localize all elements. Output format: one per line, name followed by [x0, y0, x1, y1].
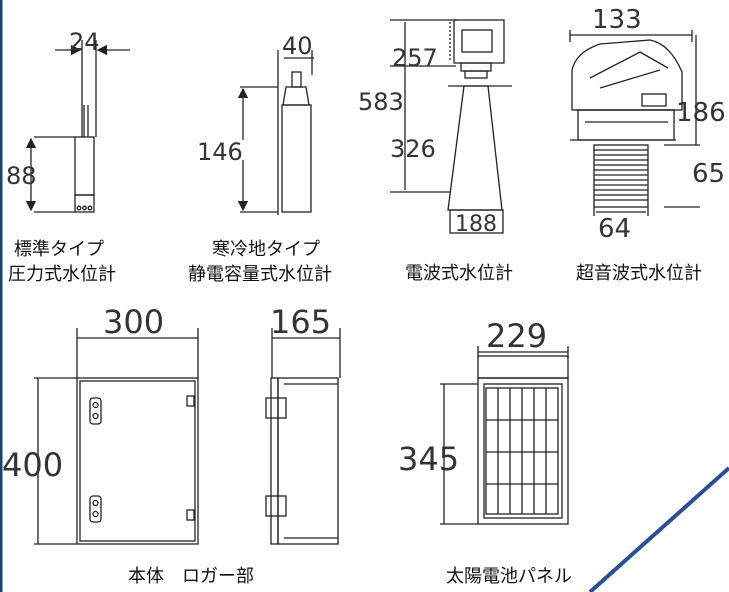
solar-height-dimension: 345 — [398, 440, 459, 478]
pressure-caption-line2: 圧力式水位計 — [8, 264, 116, 285]
radar-cone-dimension: 326 — [390, 135, 436, 163]
radar-cone-width-dimension: 188 — [455, 212, 497, 237]
capacitance-caption-line1: 寒冷地タイプ — [212, 239, 320, 260]
radar-top-dimension: 257 — [392, 44, 438, 72]
capacitance-sensor-drawing — [237, 50, 314, 215]
logger-depth-dimension: 165 — [270, 303, 331, 341]
ultrasonic-head-dimension: 186 — [676, 98, 726, 128]
solar-caption: 太陽電池パネル — [446, 566, 572, 587]
ultrasonic-thread-width-dimension: 64 — [598, 214, 631, 244]
radar-caption: 電波式水位計 — [405, 263, 513, 284]
radar-sensor-drawing — [390, 19, 512, 234]
capacitance-height-dimension: 146 — [197, 138, 243, 166]
corner-accent-line — [588, 466, 729, 592]
solar-panel-drawing — [440, 346, 569, 525]
pressure-sensor-drawing — [25, 40, 130, 213]
ultrasonic-sensor-drawing — [569, 30, 700, 216]
ultrasonic-thread-dimension: 65 — [692, 159, 725, 189]
ultrasonic-caption: 超音波式水位計 — [576, 263, 702, 284]
logger-height-dimension: 400 — [2, 446, 63, 484]
pressure-width-dimension: 24 — [69, 28, 100, 56]
logger-cabinet-drawing — [34, 328, 341, 545]
radar-total-dimension: 583 — [358, 88, 404, 116]
solar-width-dimension: 229 — [486, 317, 547, 355]
capacitance-caption-line2: 静電容量式水位計 — [188, 264, 332, 285]
pressure-height-dimension: 88 — [6, 162, 37, 190]
logger-caption: 本体 ロガー部 — [128, 566, 254, 587]
ultrasonic-width-dimension: 133 — [592, 5, 642, 35]
logger-width-dimension: 300 — [103, 303, 164, 341]
pressure-caption-line1: 標準タイプ — [14, 239, 104, 260]
capacitance-width-dimension: 40 — [282, 32, 313, 60]
